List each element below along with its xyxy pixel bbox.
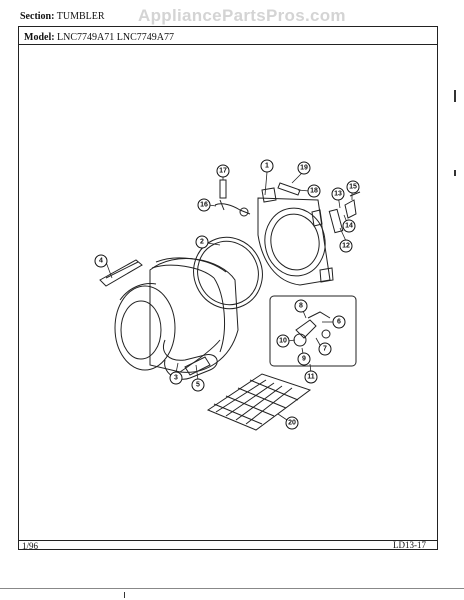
- edge-mark: [124, 592, 125, 598]
- svg-text:2: 2: [200, 239, 204, 246]
- callout-7: 7: [318, 342, 332, 356]
- idler-assembly: [269, 295, 357, 367]
- callout-18: 18: [307, 184, 321, 198]
- svg-text:17: 17: [219, 168, 227, 175]
- svg-text:8: 8: [299, 303, 303, 310]
- svg-text:11: 11: [307, 374, 315, 381]
- svg-text:20: 20: [288, 420, 296, 427]
- svg-text:13: 13: [334, 191, 342, 198]
- svg-text:15: 15: [349, 184, 357, 191]
- callout-1: 1: [260, 159, 274, 173]
- footer-date: 1/96: [22, 541, 39, 551]
- edge-mark: [454, 90, 456, 102]
- svg-text:4: 4: [99, 258, 103, 265]
- callout-15: 15: [346, 180, 360, 194]
- grille-panel: [206, 373, 312, 431]
- svg-text:19: 19: [300, 165, 308, 172]
- watermark: AppliancePartsPros.com: [138, 6, 346, 25]
- footer-rule: [18, 540, 438, 541]
- thermostat-assembly: [214, 179, 251, 217]
- section-line: Section: TUMBLER: [20, 11, 105, 22]
- footer-code: LD13-17: [393, 540, 426, 550]
- callout-11: 11: [304, 370, 318, 384]
- callout-19: 19: [297, 161, 311, 175]
- svg-text:12: 12: [342, 243, 350, 250]
- model-value: LNC7749A71 LNC7749A77: [57, 32, 174, 43]
- svg-text:16: 16: [200, 202, 208, 209]
- svg-text:1: 1: [265, 163, 269, 170]
- callout-12: 12: [339, 239, 353, 253]
- section-label: Section:: [20, 11, 55, 22]
- svg-text:5: 5: [196, 382, 200, 389]
- section-value: TUMBLER: [56, 11, 105, 22]
- callout-4: 4: [94, 254, 108, 268]
- svg-text:9: 9: [302, 356, 306, 363]
- callout-16: 16: [197, 198, 211, 212]
- callout-10: 10: [276, 334, 290, 348]
- callout-2: 2: [195, 235, 209, 249]
- model-label: Model:: [24, 32, 55, 43]
- svg-text:10: 10: [279, 338, 287, 345]
- drum: [114, 257, 239, 376]
- svg-text:3: 3: [174, 375, 178, 382]
- callout-13: 13: [331, 187, 345, 201]
- model-rule: [18, 44, 438, 45]
- bracket: [277, 182, 301, 196]
- callout-17: 17: [216, 164, 230, 178]
- svg-text:6: 6: [337, 319, 341, 326]
- callout-6: 6: [332, 315, 346, 329]
- callout-3: 3: [169, 371, 183, 385]
- callout-20: 20: [285, 416, 299, 430]
- page-rule: [0, 588, 464, 589]
- diagram-frame: [18, 26, 438, 550]
- edge-mark: [454, 170, 456, 176]
- svg-text:7: 7: [323, 346, 327, 353]
- callout-8: 8: [294, 299, 308, 313]
- model-line: Model: LNC7749A71 LNC7749A77: [24, 32, 174, 43]
- front-bulkhead: [257, 187, 334, 286]
- callout-9: 9: [297, 352, 311, 366]
- callout-14: 14: [342, 219, 356, 233]
- svg-text:14: 14: [345, 223, 353, 230]
- callout-5: 5: [191, 378, 205, 392]
- svg-text:18: 18: [310, 188, 318, 195]
